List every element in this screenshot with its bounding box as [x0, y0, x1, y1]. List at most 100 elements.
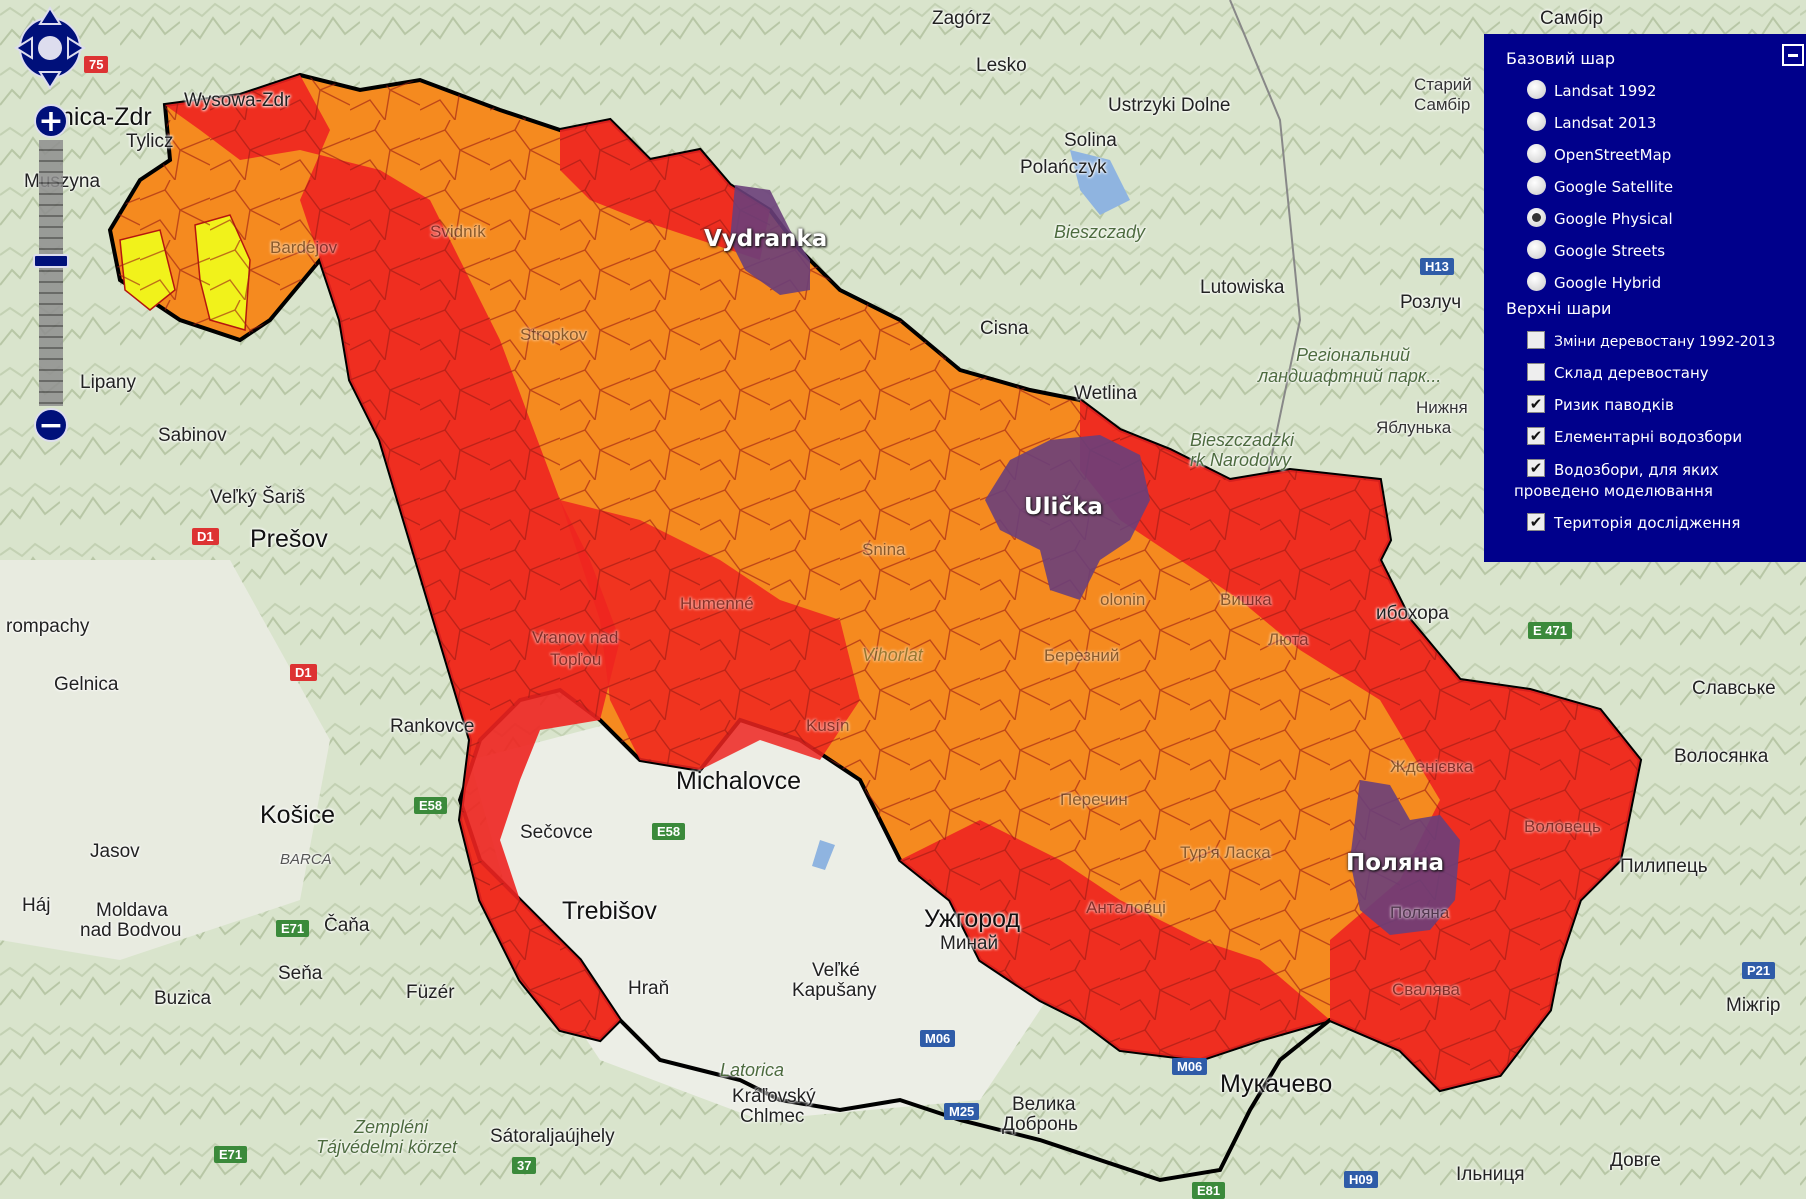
- place-cana: Čaňa: [324, 915, 370, 936]
- radio-selected-icon[interactable]: [1527, 208, 1546, 227]
- place-presov: Prešov: [250, 525, 328, 553]
- road-37: 37: [512, 1157, 537, 1174]
- place-sambir2: Самбір: [1414, 95, 1471, 114]
- place-cisna: Cisna: [980, 318, 1029, 339]
- checkbox-checked-icon[interactable]: ✔: [1527, 459, 1545, 477]
- zoom-control[interactable]: + −: [33, 104, 69, 444]
- place-bardejov: Bardejov: [270, 238, 338, 257]
- place-velky-saris: Veľký Šariš: [210, 487, 306, 508]
- checkbox-icon[interactable]: [1527, 363, 1545, 381]
- road-d1-a: D1: [192, 528, 219, 545]
- place-perechyn: Перечин: [1060, 790, 1128, 809]
- overlay-label: Ризик паводків: [1554, 396, 1674, 414]
- place-volovets: Воловець: [1524, 817, 1601, 836]
- road-m06-b: M06: [1172, 1058, 1208, 1075]
- base-layer-google-physical[interactable]: Google Physical: [1484, 204, 1806, 236]
- place-uzhhorod: Ужгород: [924, 905, 1021, 933]
- watershed-polyana-area[interactable]: [1350, 780, 1460, 935]
- place-snina: Snina: [862, 540, 906, 559]
- place-vranov1: Vranov nad: [532, 628, 619, 647]
- place-vihorlat: Vihorlat: [862, 645, 923, 665]
- place-olonin: olonin: [1100, 590, 1146, 609]
- radio-icon[interactable]: [1527, 144, 1546, 163]
- road-h13: H13: [1420, 258, 1454, 275]
- place-velke2: Kapušany: [792, 980, 877, 1001]
- watershed-ulicka-area[interactable]: [985, 435, 1150, 600]
- place-kosice: Košice: [260, 801, 336, 829]
- base-layer-label: Google Physical: [1554, 210, 1673, 228]
- place-rozluch: Розлуч: [1400, 292, 1462, 313]
- place-haj: Háj: [22, 895, 51, 916]
- zoom-slider-handle[interactable]: [33, 254, 69, 268]
- base-layer-landsat-2013[interactable]: Landsat 2013: [1484, 108, 1806, 140]
- zoom-in-icon[interactable]: +: [34, 104, 68, 138]
- place-kralovsky2: Chlmec: [740, 1106, 805, 1127]
- place-svaliava: Свалява: [1392, 980, 1460, 999]
- road-d1-b: D1: [290, 664, 317, 681]
- overlay-forest-change[interactable]: Зміни деревостану 1992-2013: [1484, 326, 1806, 358]
- place-nica: nica-Zdr: [60, 103, 152, 131]
- study-area-risk-high-west[interactable]: [165, 75, 620, 1040]
- place-zemplen1: Zempléni: [354, 1117, 429, 1137]
- watershed-ulicka-label: Ulička: [1024, 494, 1103, 520]
- place-antalovtsi: Анталовці: [1086, 898, 1166, 917]
- base-layer-google-hybrid[interactable]: Google Hybrid: [1484, 268, 1806, 300]
- place-michalovce: Michalovce: [676, 767, 802, 795]
- place-mynai: Минай: [940, 933, 999, 954]
- overlay-label: Територія дослідження: [1554, 514, 1741, 532]
- radio-icon[interactable]: [1527, 176, 1546, 195]
- radio-icon[interactable]: [1527, 272, 1546, 291]
- place-liuta: Люта: [1268, 630, 1309, 649]
- zoom-slider-track[interactable]: [39, 140, 63, 406]
- place-moldava1: Moldava: [96, 900, 168, 921]
- radio-icon[interactable]: [1527, 240, 1546, 259]
- base-layer-google-streets[interactable]: Google Streets: [1484, 236, 1806, 268]
- reservoir-domasa: [812, 840, 835, 870]
- place-fuzer: Füzér: [406, 982, 455, 1003]
- place-ilnytsia: Ільниця: [1456, 1164, 1525, 1185]
- base-layer-openstreetmap[interactable]: OpenStreetMap: [1484, 140, 1806, 172]
- place-lutowiska: Lutowiska: [1200, 277, 1285, 298]
- place-kusin: Kusín: [806, 716, 850, 735]
- zoom-out-icon[interactable]: −: [34, 408, 68, 442]
- place-stropkov: Stropkov: [520, 325, 588, 344]
- checkbox-icon[interactable]: [1527, 331, 1545, 349]
- base-layer-landsat-1992[interactable]: Landsat 1992: [1484, 76, 1806, 108]
- overlay-flood-risk[interactable]: ✔ Ризик паводків: [1484, 390, 1806, 422]
- place-staryi: Старий: [1414, 75, 1472, 94]
- place-nyzhnia2: Яблунька: [1376, 418, 1452, 437]
- radio-icon[interactable]: [1527, 80, 1546, 99]
- place-wetlina: Wetlina: [1074, 383, 1138, 404]
- base-layer-google-satellite[interactable]: Google Satellite: [1484, 172, 1806, 204]
- place-velyka1: Велика: [1012, 1094, 1076, 1115]
- place-vybokhora: ибохора: [1376, 603, 1449, 624]
- overlay-study-area[interactable]: ✔ Територія дослідження: [1484, 508, 1806, 540]
- place-trebisov: Trebišov: [562, 897, 657, 925]
- checkbox-checked-icon[interactable]: ✔: [1527, 427, 1545, 445]
- place-turia: Тур'я Ласка: [1180, 843, 1271, 862]
- road-e81: E81: [1192, 1182, 1226, 1199]
- radio-icon[interactable]: [1527, 112, 1546, 131]
- place-regional2: ландшафтний парк...: [1258, 366, 1442, 386]
- collapse-icon[interactable]: [1782, 44, 1804, 66]
- checkbox-checked-icon[interactable]: ✔: [1527, 395, 1545, 413]
- place-satoral: Sátoraljaújhely: [490, 1126, 615, 1147]
- road-e71-a: E71: [276, 920, 310, 937]
- place-zemplen2: Tájvédelmi körzet: [316, 1137, 458, 1157]
- road-75: 75: [84, 56, 109, 73]
- place-svidnik: Svidník: [430, 222, 486, 241]
- place-tylicz: Tylicz: [126, 131, 174, 152]
- watershed-vydranka-area[interactable]: [730, 185, 810, 295]
- place-mizhhir: Міжгір: [1726, 995, 1781, 1016]
- overlay-elementary-catchments[interactable]: ✔Елементарні водозбори: [1484, 422, 1806, 454]
- checkbox-checked-icon[interactable]: ✔: [1527, 513, 1545, 531]
- place-wysowa: Wysowa-Zdr: [184, 90, 291, 111]
- base-layer-label: Landsat 1992: [1554, 82, 1657, 100]
- place-secovce: Sečovce: [520, 822, 593, 843]
- place-rankovce: Rankovce: [390, 716, 475, 737]
- overlay-forest-composition[interactable]: Склад деревостану: [1484, 358, 1806, 390]
- place-latorica: Latorica: [720, 1060, 785, 1080]
- place-barca: BARCA: [280, 851, 332, 868]
- pan-arrows-icon[interactable]: [14, 6, 86, 90]
